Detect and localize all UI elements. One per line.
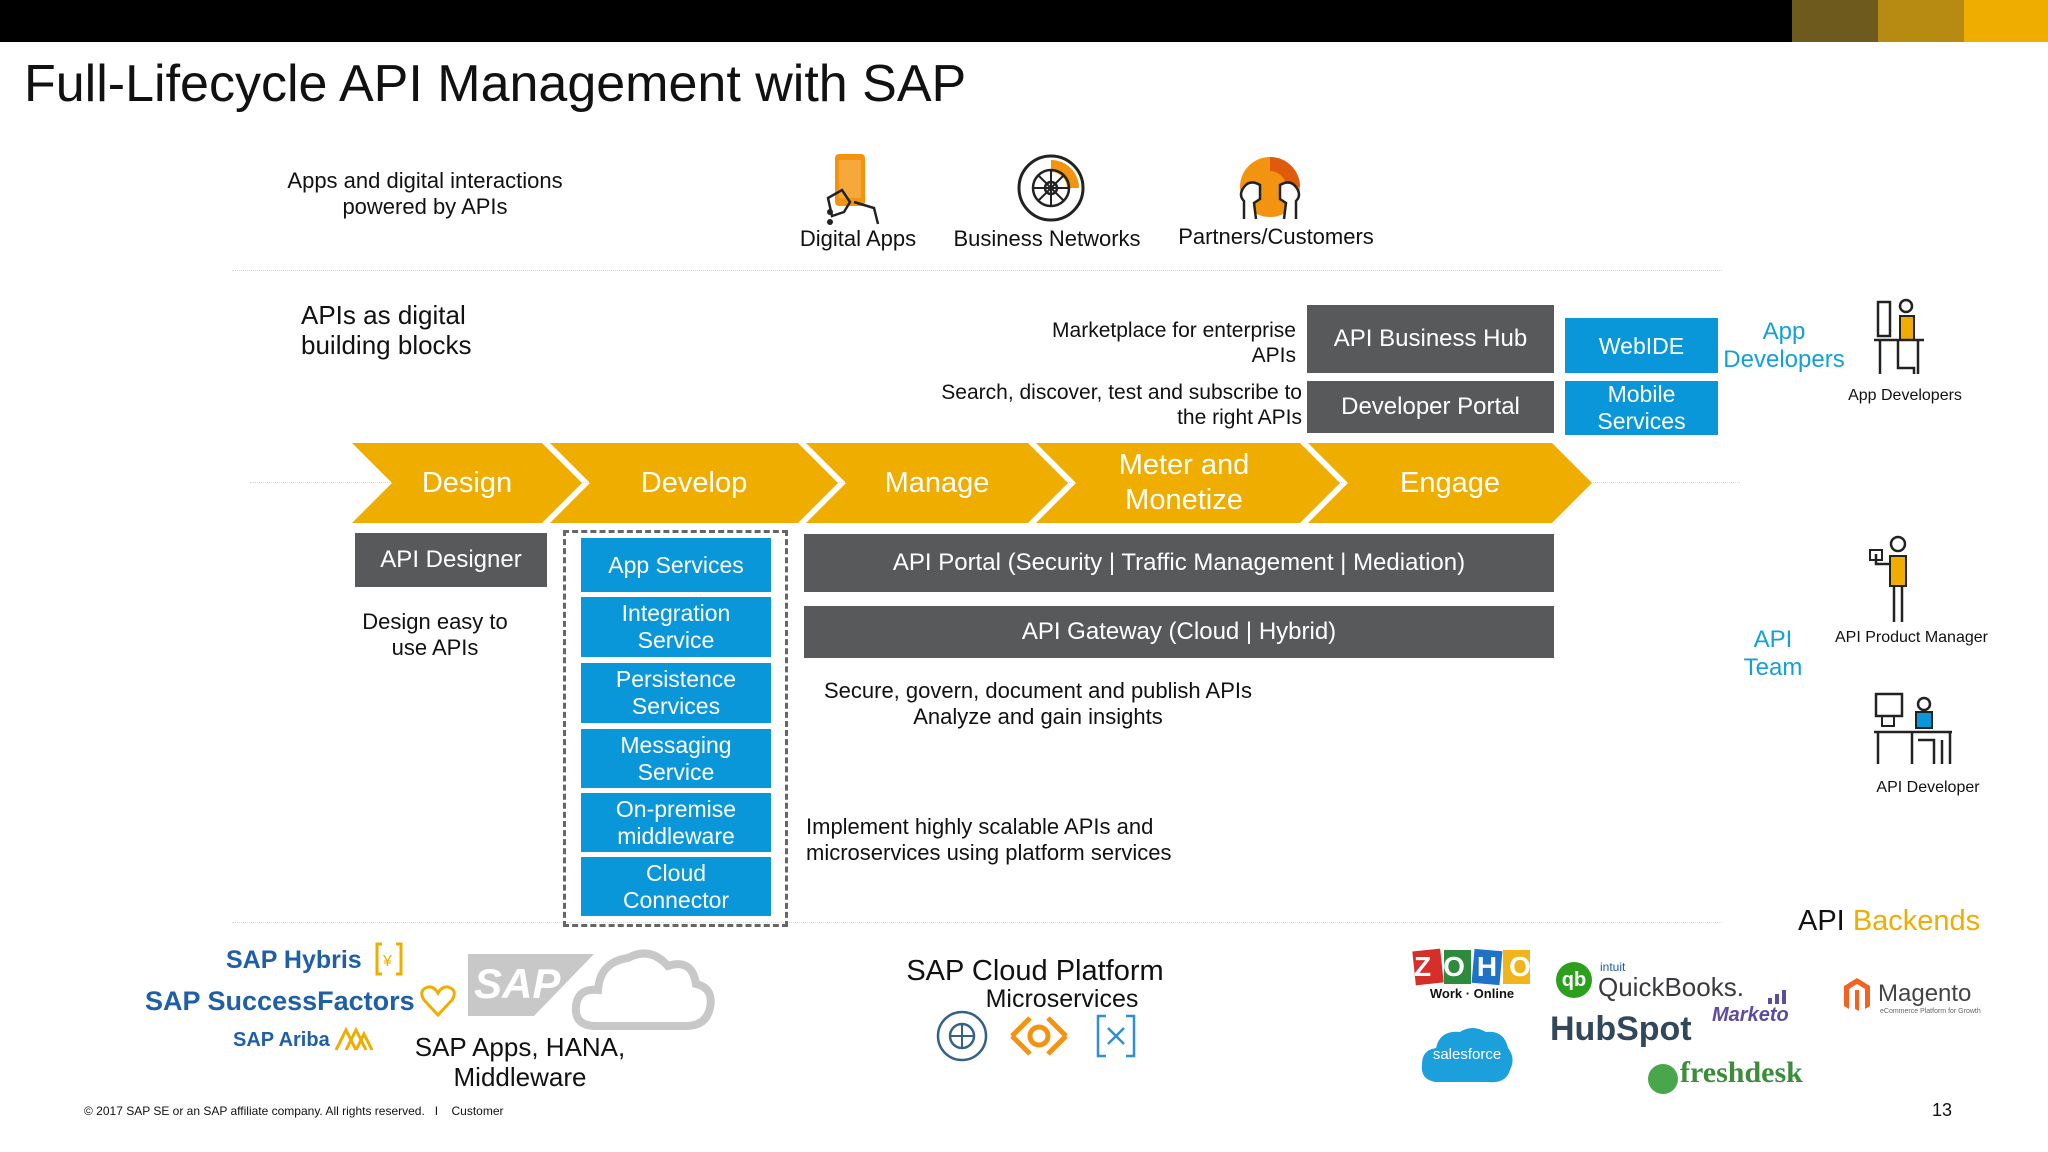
magento-logo: Magento [1878, 980, 1972, 1007]
two-faces-icon [1230, 155, 1310, 227]
sap-ariba-logo: SAP Ariba [233, 1029, 330, 1051]
api-backends-title: API Backends [1798, 904, 1998, 938]
quickbooks-icon: qb [1556, 962, 1592, 998]
api-backends-title-api: API [1798, 905, 1845, 937]
apps-interactions-label: Apps and digital interactions powered by… [287, 168, 563, 219]
salesforce-logo: salesforce [1418, 1022, 1516, 1088]
search-discover-text: Search, discover, test and subscribe to … [941, 381, 1302, 429]
app-developers-person-label: App Developers [1848, 387, 1962, 404]
separator-bottom [232, 922, 1722, 923]
api-product-manager-icon [1866, 534, 1922, 626]
api-portal-box: API Portal (Security | Traffic Managemen… [804, 534, 1554, 592]
service-persistence: Persistence Services [581, 663, 771, 723]
service-messaging: Messaging Service [581, 729, 771, 788]
webide-box: WebIDE [1565, 318, 1718, 373]
magento-subtext: eCommerce Platform for Growth [1880, 1008, 1981, 1015]
freshdesk-logo: freshdesk [1680, 1056, 1803, 1089]
service-app-services: App Services [581, 538, 771, 592]
page-title: Full-Lifecycle API Management with SAP [24, 55, 967, 113]
digital-apps-label: Digital Apps [799, 226, 917, 251]
freshdesk-icon [1648, 1064, 1678, 1094]
mobile-services-box: Mobile Services [1565, 381, 1718, 435]
api-gateway-box: API Gateway (Cloud | Hybrid) [804, 606, 1554, 658]
stage-engage-label: Engage [1400, 466, 1500, 499]
stage-meter-monetize-label: Meter and Monetize [1118, 449, 1250, 516]
globe-service-icon [936, 1010, 988, 1062]
quickbooks-text: QuickBooks. [1598, 972, 1744, 1002]
api-developer-icon [1872, 688, 1956, 768]
zoho-text: ZOHO [1414, 951, 1543, 982]
stage-manage-label: Manage [884, 466, 990, 499]
service-cloud-connector: Cloud Connector [581, 857, 771, 916]
top-bar [0, 0, 2048, 42]
analyze-insights-text: Analyze and gain insights [913, 704, 1163, 729]
sap-successfactors-logo: SAP SuccessFactors [145, 986, 415, 1016]
api-product-manager-label: API Product Manager [1835, 629, 1988, 646]
sap-logo-block: SAP [468, 954, 594, 1016]
ariba-arrows-icon [334, 1026, 374, 1052]
service-onpremise-middleware: On-premise middleware [581, 793, 771, 852]
top-bar-accent-light [1964, 0, 2048, 42]
copyright-footer: © 2017 SAP SE or an SAP affiliate compan… [84, 1104, 504, 1118]
sap-logo-text: SAP [474, 960, 561, 1007]
design-text: Design easy to use APIs [362, 609, 508, 660]
app-developer-person-icon [1872, 296, 1926, 376]
api-team-label: API Team [1743, 626, 1803, 681]
microservices-label: Microservices [985, 985, 1139, 1013]
zoho-subtext: Work · Online [1429, 986, 1515, 1001]
salesforce-text: salesforce [1432, 1046, 1502, 1063]
phone-hand-icon [820, 150, 882, 230]
top-bar-accent-mid [1878, 0, 1964, 42]
hybris-bracket-icon: ¥ [374, 942, 404, 976]
building-blocks-label: APIs as digital building blocks [301, 300, 472, 360]
network-wheel-icon [1015, 152, 1087, 224]
zoho-logo: ZOHO [1412, 948, 1543, 988]
secure-govern-text: Secure, govern, document and publish API… [823, 678, 1253, 703]
business-networks-label: Business Networks [953, 226, 1141, 251]
api-backends-title-backends: Backends [1852, 905, 1981, 937]
partners-customers-label: Partners/Customers [1178, 224, 1374, 249]
hubspot-logo: HubSpot [1550, 1010, 1692, 1048]
function-service-icon [1094, 1012, 1138, 1060]
eye-service-icon [1008, 1012, 1070, 1060]
api-business-hub-box: API Business Hub [1307, 305, 1554, 373]
marketo-logo: Marketo [1712, 1004, 1789, 1026]
intuit-text: intuit [1600, 960, 1626, 974]
heart-icon [420, 984, 456, 1018]
svg-text:¥: ¥ [382, 953, 392, 970]
sap-cloud-platform-label: SAP Cloud Platform [906, 955, 1164, 987]
implement-scalable-text: Implement highly scalable APIs and micro… [806, 814, 1172, 865]
sap-apps-label: SAP Apps, HANA, Middleware [414, 1032, 626, 1092]
magento-icon [1842, 976, 1872, 1012]
page-number: 13 [1932, 1100, 1953, 1120]
sap-hybris-logo: SAP Hybris [226, 946, 362, 974]
api-developer-label: API Developer [1876, 779, 1980, 796]
develop-services-group [563, 530, 788, 927]
service-integration: Integration Service [581, 597, 771, 657]
separator-top [232, 270, 1722, 271]
developer-portal-box: Developer Portal [1307, 381, 1554, 433]
app-developers-team-label: App Developers [1723, 318, 1845, 373]
stage-design-label: Design [421, 466, 513, 499]
marketo-bars-icon [1766, 988, 1792, 1004]
top-bar-accent-dark [1792, 0, 1878, 42]
stage-develop-label: Develop [640, 466, 748, 499]
marketplace-text: Marketplace for enterprise APIs [1052, 319, 1296, 367]
cloud-icon [570, 940, 716, 1032]
api-designer-box: API Designer [355, 533, 547, 587]
